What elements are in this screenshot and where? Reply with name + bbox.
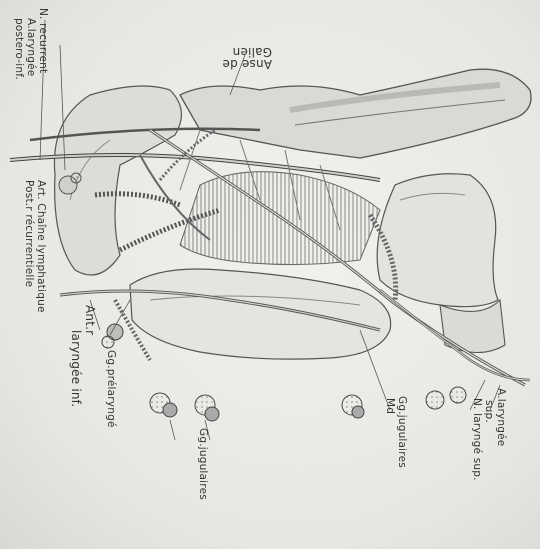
ganglion-jugular-left-2 <box>195 395 219 421</box>
ganglion-jugular-right-2 <box>426 387 466 409</box>
label-gg-prelarynge: Gg.prélaryngé <box>106 350 117 428</box>
label-n-recurrent: N. recurrent <box>38 8 49 73</box>
ganglion-prelaryngeal <box>102 324 123 348</box>
label-gg-jugulaires-right-2: Md <box>385 398 396 414</box>
label-gg-jugulaires-right-1: Gg.jugulaires <box>397 396 408 468</box>
label-a-laryngee-sup: A.laryngée <box>496 388 507 446</box>
label-art-chaine-2: Post.r récurrentielle <box>24 180 35 287</box>
ganglion-jugular-right-1 <box>342 395 364 418</box>
label-a-laryngee-2: postero-inf. <box>14 18 25 80</box>
label-sup: sup. <box>484 400 495 423</box>
lower-body <box>130 269 391 359</box>
label-n-larynge-sup: N. laryngé sup. <box>472 398 483 481</box>
label-art-chaine-1: Art. Chaîne lymphatique <box>36 180 47 313</box>
label-gg-jugulaires-left: Gg.jugulaires <box>198 428 209 500</box>
upper-tube <box>180 69 531 158</box>
label-a-laryngee-1: A.laryngée <box>26 18 37 76</box>
label-laryngee-inf: laryngée inf. <box>70 330 82 407</box>
label-anse-galien-1: Anse de <box>222 58 272 70</box>
label-anse-galien-2: Galien <box>232 46 272 58</box>
ganglion-jugular-left-1 <box>150 393 177 417</box>
label-anterieure: Ant.r <box>84 305 96 335</box>
